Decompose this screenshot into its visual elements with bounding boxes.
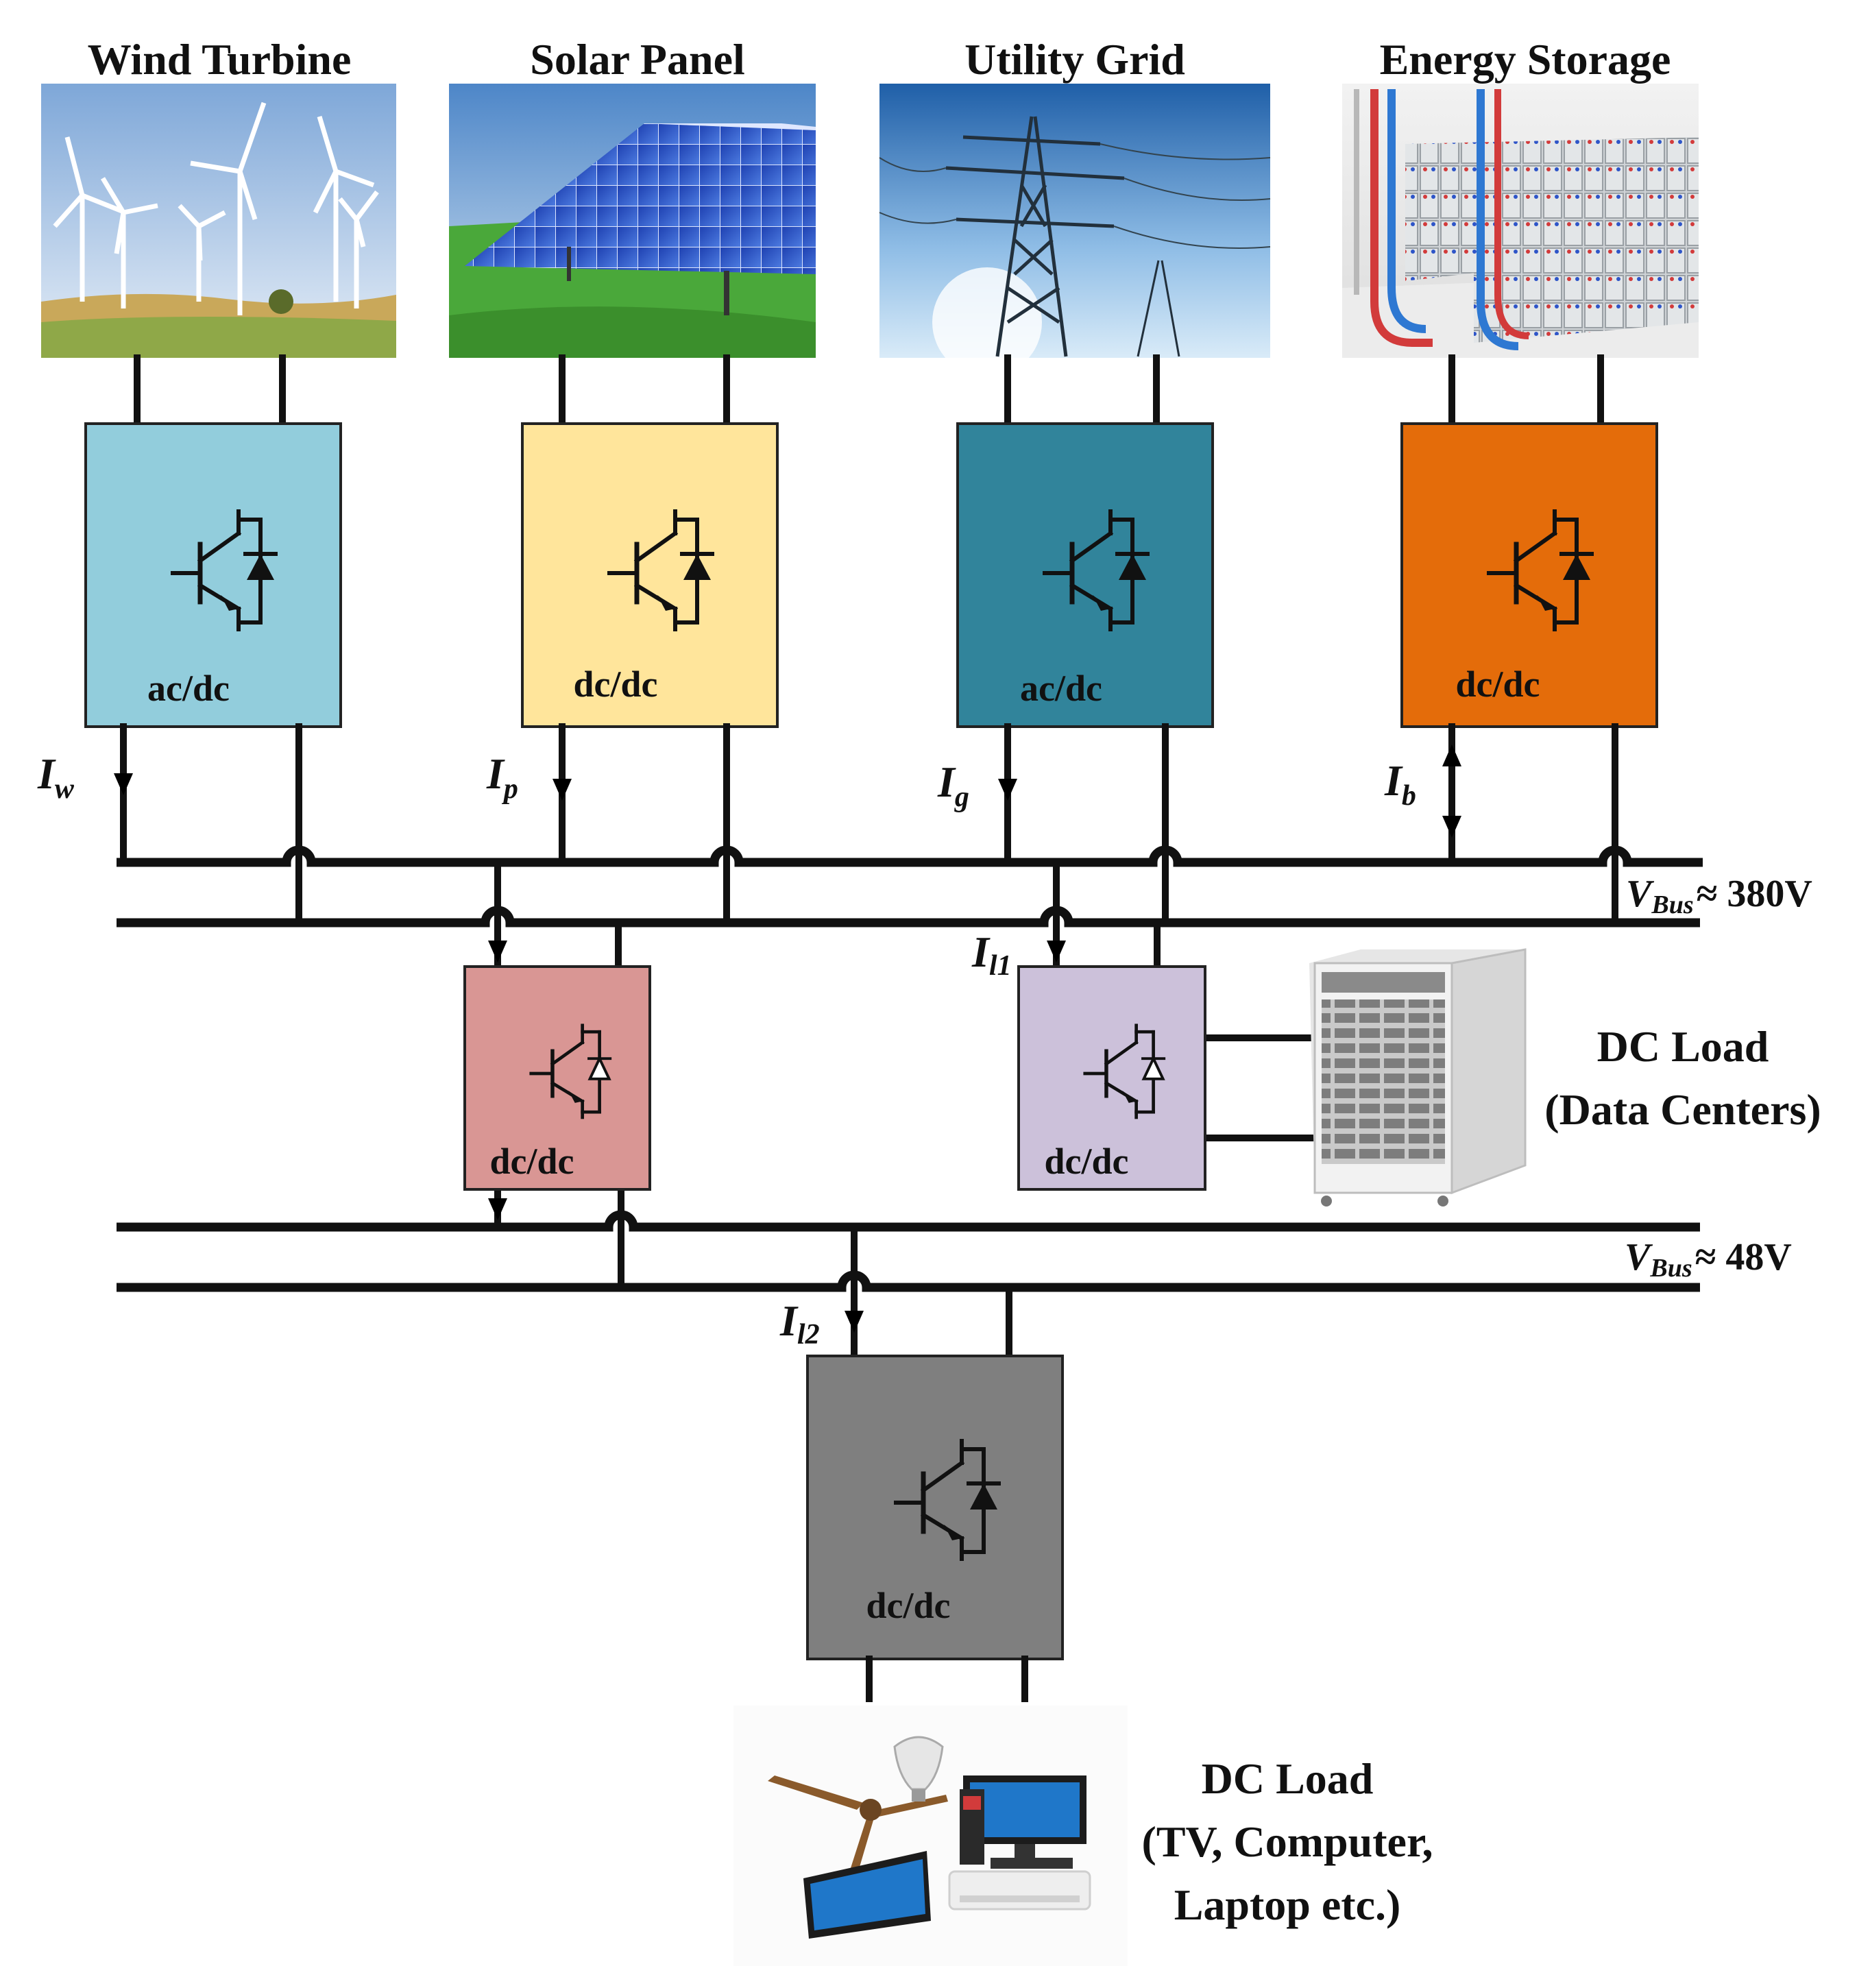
- current-label-solar: Ip: [486, 749, 518, 805]
- current-label-grid: Ig: [937, 757, 969, 813]
- current-arrow-down-icon: [114, 773, 133, 795]
- bus-380v-negative: [117, 906, 1700, 928]
- bus-380v: [117, 845, 1703, 928]
- transmission-tower-image: [879, 84, 1271, 377]
- current-label-wind: Iw: [37, 749, 75, 805]
- bus-48v-negative: [117, 1270, 1700, 1292]
- current-arrow-down-icon: [1047, 941, 1066, 962]
- household-load-line2: (TV, Computer,: [1142, 1817, 1433, 1866]
- rack-server-image: [1309, 948, 1527, 1207]
- step-down-converter-label: dc/dc: [489, 1141, 574, 1182]
- source-input-wires: [134, 354, 1604, 427]
- battery-bank-image: [1342, 84, 1699, 358]
- solar-panels-image: [449, 84, 816, 358]
- wind-converter-box: [84, 422, 342, 728]
- household-load-title: DC Load: [1202, 1754, 1374, 1803]
- wind-converter-label: ac/dc: [147, 668, 230, 709]
- current-label-storage: Ib: [1384, 756, 1416, 812]
- bus-48v: [117, 1210, 1700, 1292]
- wind-converter: ac/dc: [84, 422, 342, 728]
- current-arrow-down-icon: [845, 1311, 864, 1333]
- current-label-l1: Il1: [971, 928, 1012, 982]
- step-down-converter-box: [463, 965, 651, 1191]
- data-center-converter-label: dc/dc: [1044, 1141, 1128, 1182]
- energy-storage-title: Energy Storage: [1380, 35, 1671, 84]
- household-load-line3: Laptop etc.): [1174, 1880, 1401, 1929]
- bus-48v-label: VBus≈ 48V: [1625, 1236, 1792, 1283]
- step-down-converter: dc/dc: [463, 965, 651, 1191]
- current-arrow-down-icon: [998, 779, 1017, 801]
- current-arrow-down-icon: [488, 941, 507, 962]
- household-appliances-image: [733, 1706, 1128, 1966]
- grid-converter-label: ac/dc: [1020, 668, 1102, 709]
- household-converter-label: dc/dc: [866, 1585, 950, 1626]
- household-converter: dc/dc: [806, 1355, 1064, 1660]
- solar-panel-title: Solar Panel: [530, 35, 745, 84]
- bus-380v-label: VBus≈ 380V: [1626, 873, 1812, 919]
- bus-48v-positive: [117, 1210, 1700, 1232]
- wind-turbines-image: [41, 84, 396, 358]
- solar-converter: dc/dc: [521, 422, 779, 728]
- wind-turbine-title: Wind Turbine: [88, 35, 352, 84]
- utility-grid-title: Utility Grid: [964, 35, 1185, 84]
- current-arrow-down-icon: [1442, 816, 1461, 838]
- solar-converter-box: [521, 422, 779, 728]
- data-center-load-title: DC Load: [1597, 1022, 1769, 1071]
- current-label-l2: Il2: [779, 1296, 820, 1350]
- solar-converter-label: dc/dc: [573, 664, 657, 705]
- grid-converter-box: [956, 422, 1214, 728]
- grid-converter: ac/dc: [956, 422, 1214, 728]
- current-arrow-down-icon: [488, 1198, 507, 1220]
- storage-converter-box: [1400, 422, 1658, 728]
- data-center-converter-box: [1017, 965, 1206, 1191]
- current-arrow-down-icon: [552, 779, 572, 801]
- data-center-load-subtitle: (Data Centers): [1544, 1085, 1821, 1134]
- data-center-converter: dc/dc: [1017, 965, 1206, 1191]
- household-converter-box: [806, 1355, 1064, 1660]
- storage-converter: dc/dc: [1400, 422, 1658, 728]
- storage-converter-label: dc/dc: [1455, 664, 1540, 705]
- bus-380v-positive: [117, 845, 1703, 867]
- current-arrows-sources: [114, 744, 1461, 838]
- current-arrow-up-icon: [1442, 744, 1461, 766]
